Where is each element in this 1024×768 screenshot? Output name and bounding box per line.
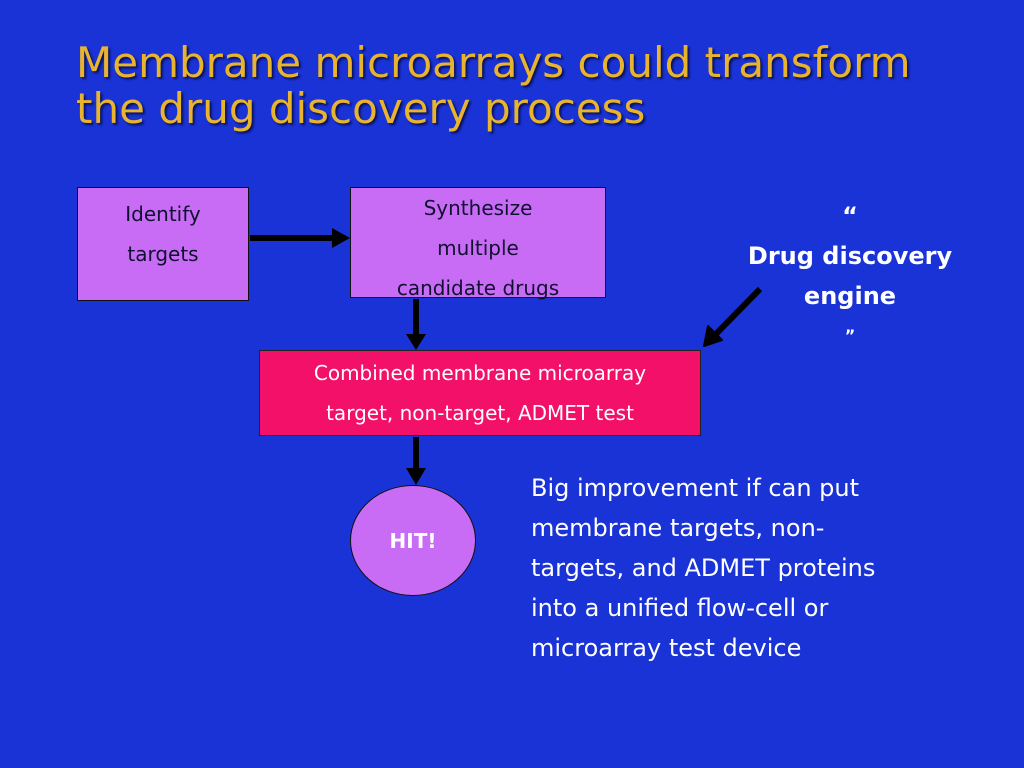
note-line-1: Big improvement if can put bbox=[531, 474, 860, 502]
drug-discovery-engine-label: “ Drug discovery engine ” bbox=[690, 196, 1010, 356]
slide-title: Membrane microarrays could transform the… bbox=[76, 40, 996, 132]
hit-label: HIT! bbox=[389, 528, 437, 553]
engine-close-quote: ” bbox=[844, 326, 856, 345]
synthesize-line-3: candidate drugs bbox=[396, 276, 560, 300]
slide-title-line-2: the drug discovery process bbox=[76, 84, 646, 133]
engine-text-1: Drug discovery bbox=[747, 242, 953, 270]
combined-microarray-box: Combined membrane microarray target, non… bbox=[259, 350, 701, 436]
identify-line-2: targets bbox=[127, 242, 199, 266]
hit-circle: HIT! bbox=[350, 485, 476, 596]
synthesize-drugs-box: Synthesize multiple candidate drugs bbox=[350, 187, 606, 300]
arrow-identify-to-synthesize bbox=[250, 228, 350, 248]
engine-text-2: engine bbox=[803, 282, 897, 310]
note-line-3: targets, and ADMET proteins bbox=[531, 554, 876, 582]
combined-line-1: Combined membrane microarray bbox=[313, 361, 647, 385]
slide-title-line-1: Membrane microarrays could transform bbox=[76, 38, 911, 87]
synthesize-line-1: Synthesize bbox=[423, 196, 533, 220]
note-line-4: into a unified flow-cell or bbox=[531, 594, 829, 622]
improvement-note: Big improvement if can put membrane targ… bbox=[531, 468, 991, 668]
note-line-5: microarray test device bbox=[531, 634, 802, 662]
synthesize-line-2: multiple bbox=[437, 236, 519, 260]
identify-line-1: Identify bbox=[125, 202, 201, 226]
engine-open-quote: “ bbox=[842, 202, 858, 230]
note-line-2: membrane targets, non- bbox=[531, 514, 825, 542]
identify-targets-box: Identify targets bbox=[77, 187, 249, 301]
engine-line-2: engine ” bbox=[690, 276, 1010, 356]
arrow-combined-to-hit bbox=[406, 437, 426, 485]
combined-line-2: target, non-target, ADMET test bbox=[326, 401, 634, 425]
engine-line-1: “ Drug discovery bbox=[690, 196, 1010, 276]
